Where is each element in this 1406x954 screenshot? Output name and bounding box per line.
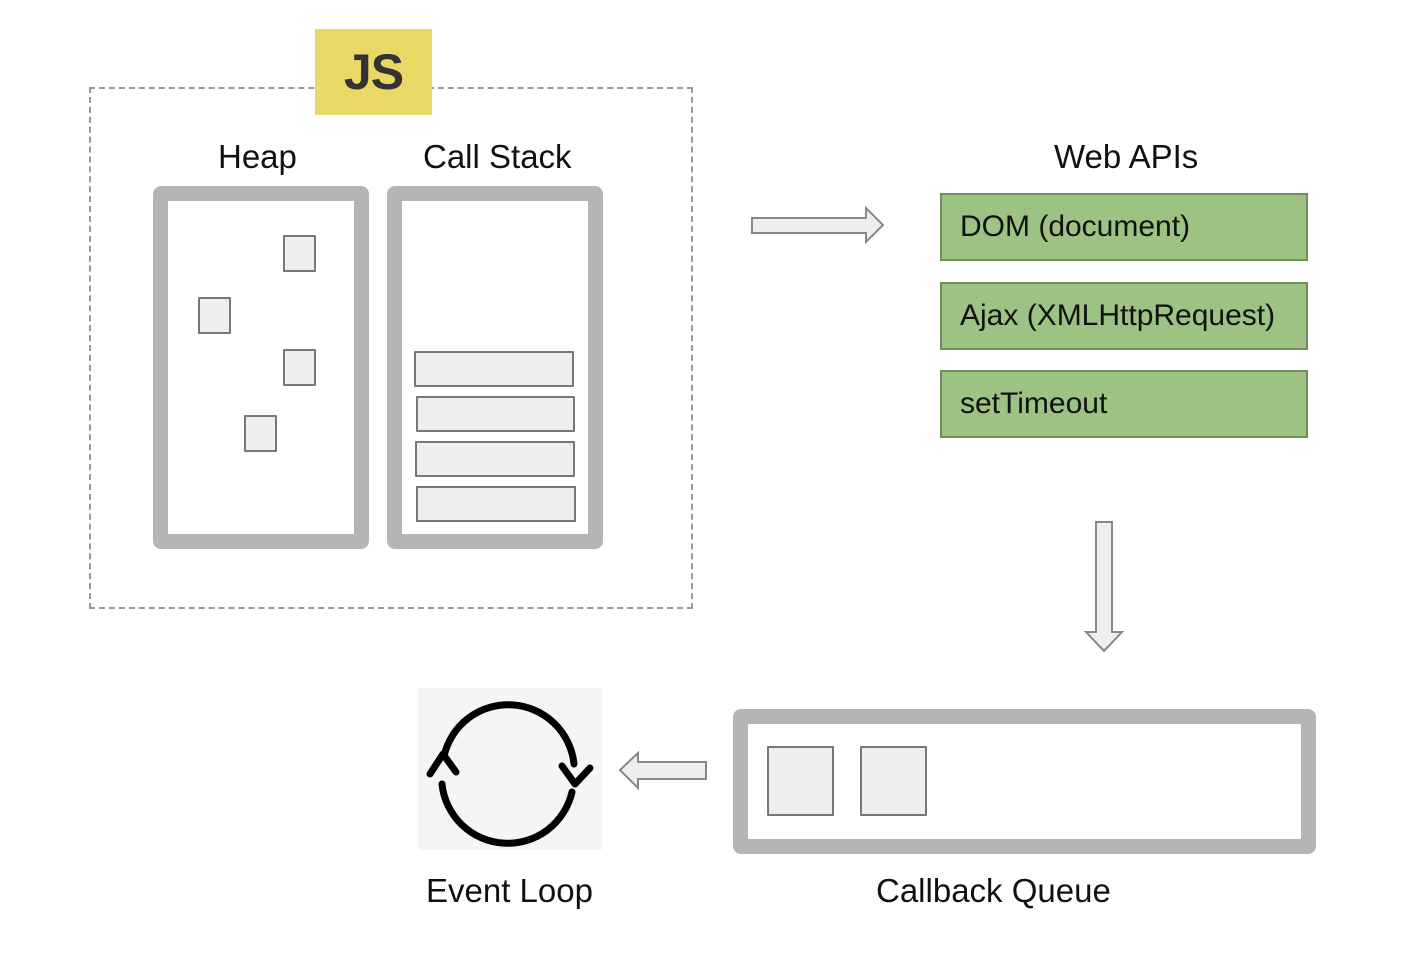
heap-title: Heap: [218, 138, 297, 175]
event-loop-icon-panel: [418, 688, 602, 850]
stack-frame: [415, 441, 575, 477]
queued-callback: [860, 746, 927, 816]
callback-queue-box: [733, 709, 1316, 854]
stack-frame: [414, 351, 574, 387]
web-apis-title: Web APIs: [1054, 138, 1199, 175]
arrow-left-icon: [618, 750, 707, 791]
arrow-down-icon: [1083, 521, 1125, 653]
web-api-settimeout: setTimeout: [940, 370, 1308, 438]
heap-object: [283, 235, 316, 272]
heap-object: [198, 297, 231, 334]
js-logo-badge: JS: [315, 29, 432, 115]
heap-box: [153, 186, 369, 549]
heap-object: [283, 349, 316, 386]
stack-frame: [416, 396, 575, 432]
call-stack-title: Call Stack: [423, 138, 572, 175]
cycle-arrows-icon: [426, 701, 594, 847]
event-loop-title: Event Loop: [426, 872, 593, 909]
queued-callback: [767, 746, 834, 816]
web-api-dom: DOM (document): [940, 193, 1308, 261]
arrow-right-icon: [751, 205, 885, 245]
heap-object: [244, 415, 277, 452]
stack-frame: [416, 486, 576, 522]
callback-queue-title: Callback Queue: [876, 872, 1111, 909]
web-api-ajax: Ajax (XMLHttpRequest): [940, 282, 1308, 350]
